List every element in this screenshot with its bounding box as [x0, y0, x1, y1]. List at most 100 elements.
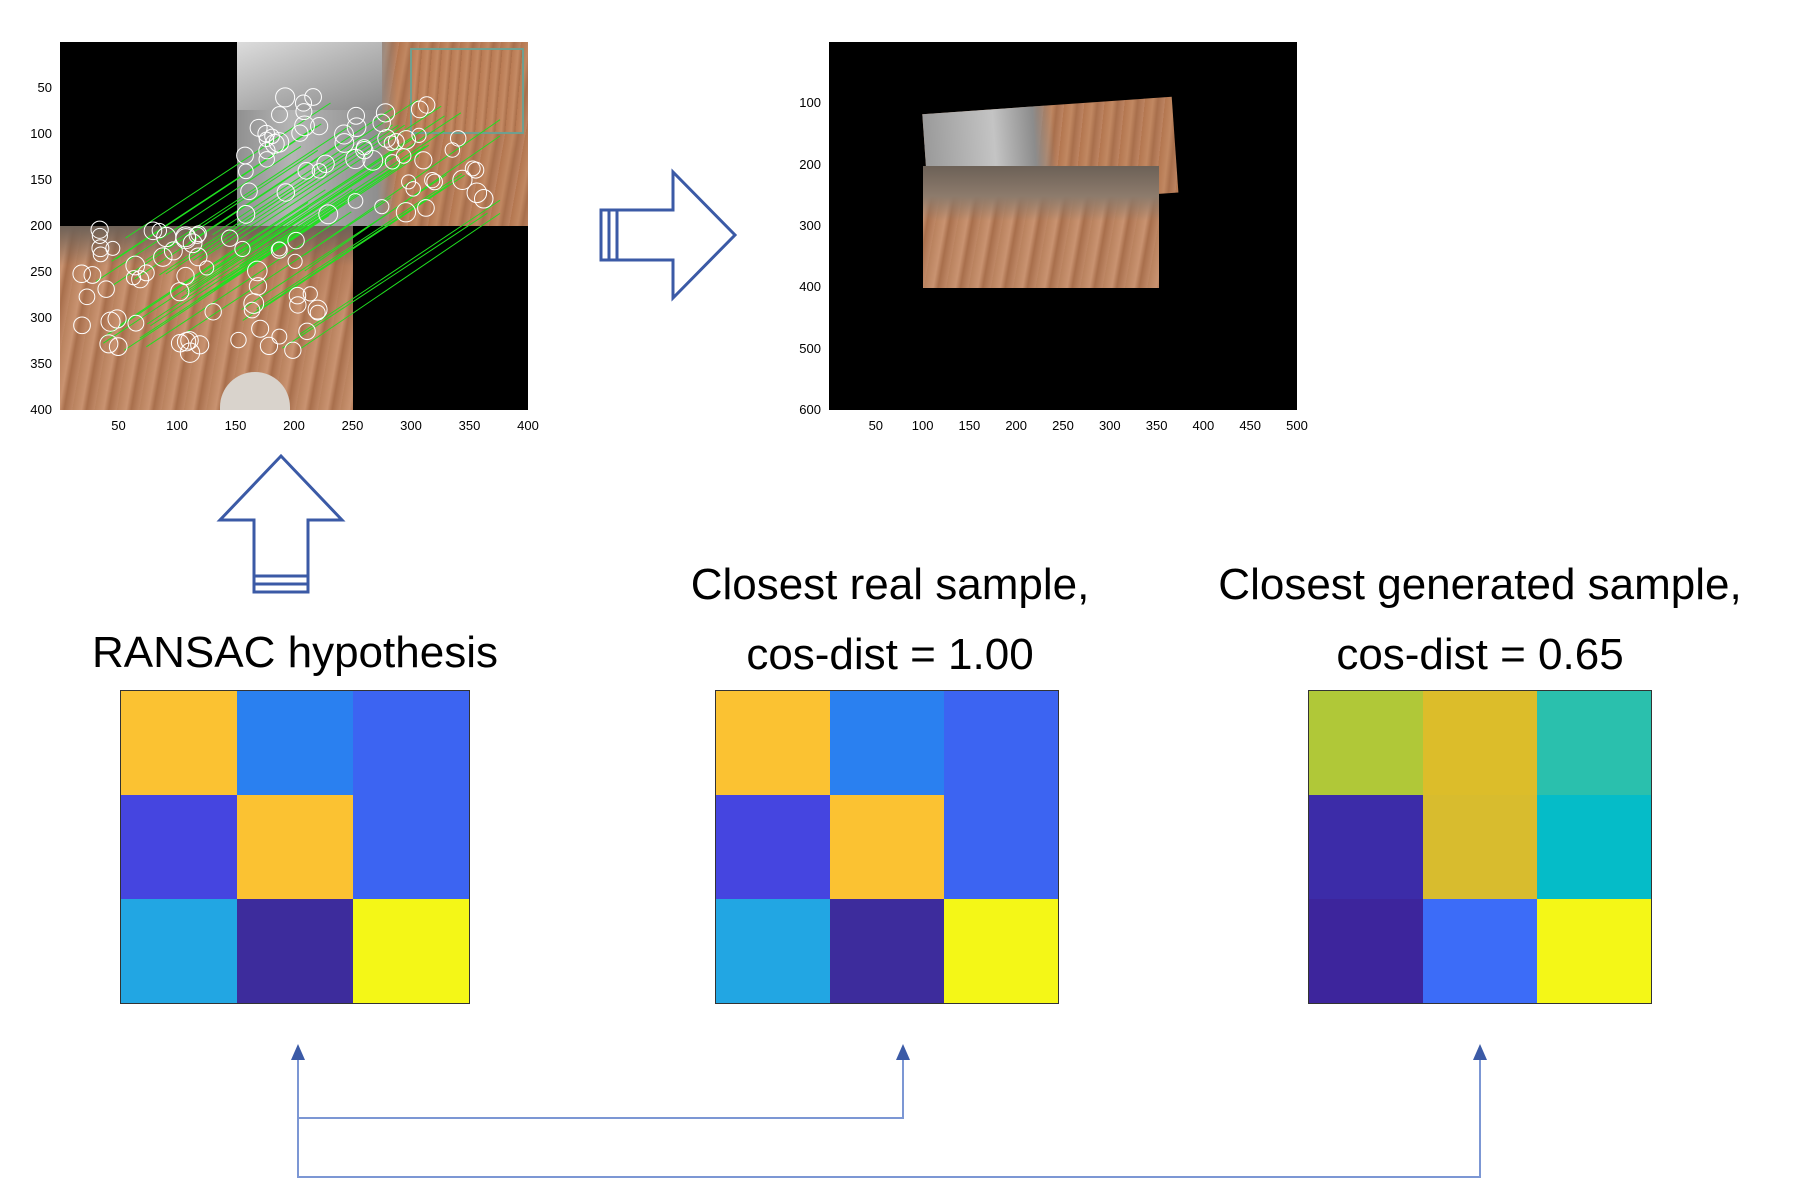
stitched-plot — [829, 42, 1297, 410]
keypoint-circle — [251, 319, 270, 338]
keypoint-circle — [247, 260, 268, 282]
keypoint-circle — [270, 241, 288, 259]
keypoint-circle — [91, 227, 108, 244]
connector-to-real-sample — [297, 1055, 904, 1119]
keypoint-circle — [236, 205, 256, 224]
keypoint-circle — [73, 316, 91, 335]
keypoint-circle — [346, 117, 367, 138]
match-line — [112, 149, 319, 286]
matrix-2-cell-8 — [1537, 899, 1651, 1003]
match-line — [199, 124, 405, 261]
keypoint-circle — [387, 133, 405, 150]
keypoint-circle — [243, 293, 265, 314]
matrix-1-cell-7 — [830, 899, 944, 1003]
plot1-y-tick-300: 300 — [30, 310, 52, 325]
keypoint-circle — [78, 288, 96, 306]
keypoint-circle — [347, 193, 364, 209]
keypoint-circle — [417, 199, 435, 217]
keypoint-circle — [318, 204, 339, 225]
panel-3-title: Closest generated sample, cos-dist = 0.6… — [1170, 550, 1790, 690]
match-line — [165, 138, 372, 275]
keypoint-circle — [377, 129, 397, 148]
matrix-1-cell-4 — [830, 795, 944, 899]
plot2-x-tick-250: 250 — [1052, 418, 1074, 433]
plot1-x-tick-200: 200 — [283, 418, 305, 433]
keypoint-circle — [297, 162, 316, 180]
keypoint-circle — [180, 331, 199, 350]
plot1-y-tick-50: 50 — [37, 80, 52, 95]
keypoint-circle — [452, 169, 473, 191]
plot1-x-tick-150: 150 — [224, 418, 247, 433]
keypoint-circle — [188, 226, 206, 244]
panel-1-title: RANSAC hypothesis — [45, 618, 545, 688]
keypoint-circle — [424, 172, 441, 189]
keypoint-circle — [298, 322, 316, 341]
keypoint-circle — [151, 222, 168, 239]
arrow-right-icon — [599, 168, 738, 302]
keypoint-circle — [271, 328, 288, 345]
keypoint-circle — [268, 132, 290, 153]
matrix-2-cell-3 — [1309, 795, 1423, 899]
match-line — [223, 144, 429, 281]
keypoint-circle — [310, 117, 329, 136]
keypoint-circle — [153, 247, 173, 267]
keypoint-circle — [264, 128, 280, 145]
aerial-image-right-parking — [237, 42, 382, 110]
keypoint-circle — [170, 282, 190, 302]
match-line — [192, 124, 399, 261]
arrowhead-panel-2 — [896, 1044, 910, 1060]
match-line — [123, 214, 330, 351]
match-line — [241, 174, 447, 311]
match-line — [300, 212, 501, 349]
keypoint-circle — [287, 231, 305, 250]
keypoint-circle — [230, 331, 247, 349]
match-line — [185, 156, 392, 292]
keypoint-circle — [347, 106, 366, 125]
match-line — [103, 207, 309, 344]
match-line — [150, 190, 356, 327]
aerial-image-right-field — [410, 48, 524, 134]
matrix-0-cell-1 — [237, 691, 353, 795]
keypoint-circle — [307, 299, 328, 320]
keypoint-circle — [176, 332, 197, 352]
plot1-x-tick-50: 50 — [111, 418, 126, 433]
connector-to-generated-sample — [297, 1055, 1481, 1178]
match-line — [146, 211, 352, 348]
keypoint-circle — [302, 286, 318, 302]
stitched-image-bottom — [923, 166, 1159, 288]
plot2-x-tick-200: 200 — [1005, 418, 1028, 433]
plot1-y-tick-250: 250 — [30, 264, 52, 279]
matrix-0-cell-6 — [121, 899, 237, 1003]
plot2-y-tick-400: 400 — [799, 279, 821, 295]
plot2-x-tick-300: 300 — [1098, 418, 1121, 433]
keypoint-circle — [289, 296, 307, 314]
keypoint-circle — [163, 241, 183, 261]
panel-3-title-line-1: Closest generated sample, — [1218, 560, 1742, 609]
panel-2-title: Closest real sample, cos-dist = 1.00 — [620, 550, 1160, 690]
matrix-1-cell-1 — [830, 691, 944, 795]
keypoint-circle — [309, 304, 326, 321]
keypoint-circle — [131, 270, 150, 289]
keypoint-circle — [170, 334, 190, 353]
match-line — [188, 149, 394, 286]
keypoint-circle — [276, 183, 296, 202]
matrix-ransac-hypothesis — [120, 690, 470, 1004]
keypoint-circle — [258, 151, 275, 168]
keypoint-circle — [473, 189, 494, 209]
keypoint-circle — [287, 253, 303, 269]
matrix-2-cell-7 — [1423, 899, 1537, 1003]
keypoint-circle — [72, 264, 91, 284]
matrix-0-cell-7 — [237, 899, 353, 1003]
keypoint-circle — [449, 130, 467, 147]
keypoint-circle — [334, 124, 354, 145]
match-line — [146, 188, 353, 325]
keypoint-circle — [355, 141, 374, 160]
keypoint-circle — [234, 240, 251, 258]
match-line — [120, 189, 326, 326]
keypoint-circle — [188, 247, 208, 267]
keypoint-circle — [204, 303, 222, 321]
match-line — [181, 162, 387, 299]
match-line — [242, 185, 449, 321]
keypoint-circle — [99, 334, 119, 354]
keypoint-circle — [464, 160, 481, 177]
